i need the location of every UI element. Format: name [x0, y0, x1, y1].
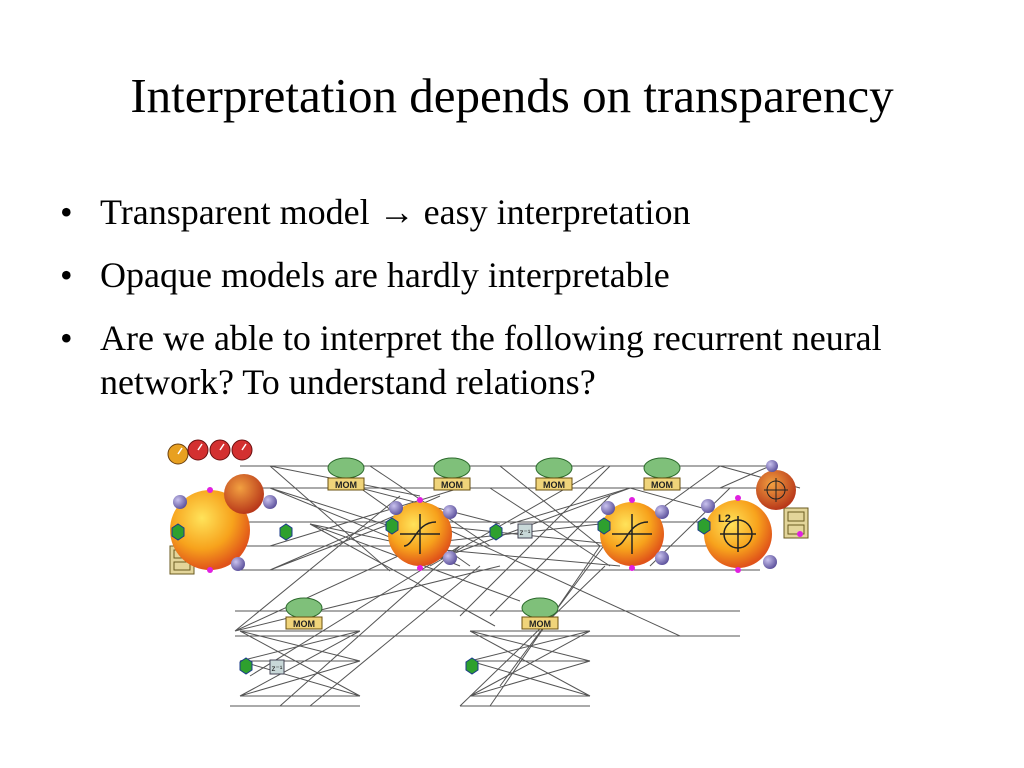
error-label: L2 — [718, 513, 731, 525]
delay-label: z⁻¹ — [520, 528, 531, 537]
delay-block: z⁻¹ — [269, 659, 285, 675]
mom-label: MOM — [543, 480, 565, 490]
bullet-text: Are we able to interpret the following r… — [100, 318, 882, 402]
gauge-icons — [167, 439, 253, 465]
bullet-item: Opaque models are hardly interpretable — [58, 253, 978, 297]
neuron-hidden-1 — [388, 501, 457, 566]
bullet-list: Transparent model → easy interpretation … — [58, 190, 978, 423]
file-cabinet-icon — [783, 507, 809, 539]
bullet-item: Transparent model → easy interpretation — [58, 190, 978, 234]
recurrent-network-diagram: L2 MOM MOM MOM MOM MOM MOM — [167, 439, 809, 707]
mom-label: MOM — [529, 619, 551, 629]
port-markers — [207, 487, 803, 573]
bullet-item: Are we able to interpret the following r… — [58, 316, 978, 404]
delay-block: z⁻¹ — [517, 523, 533, 539]
mom-module: MOM — [433, 457, 471, 491]
bullet-text: Transparent model → easy interpretation — [100, 192, 691, 232]
mom-module: MOM — [285, 597, 323, 630]
bullet-text: Opaque models are hardly interpretable — [100, 255, 670, 295]
mom-module: MOM — [643, 457, 681, 491]
mom-module: MOM — [521, 597, 559, 630]
neuron-input — [170, 474, 277, 571]
mom-label: MOM — [441, 480, 463, 490]
mom-module: MOM — [535, 457, 573, 491]
delay-label: z⁻¹ — [272, 664, 283, 673]
mom-label: MOM — [335, 480, 357, 490]
connector-nodes — [171, 517, 711, 675]
mom-label: MOM — [293, 619, 315, 629]
mom-module: MOM — [327, 457, 365, 491]
connection-lines — [230, 465, 801, 707]
slide-title: Interpretation depends on transparency — [130, 68, 894, 123]
neuron-output: L2 — [701, 460, 796, 569]
neuron-hidden-2 — [600, 501, 669, 566]
mom-label: MOM — [651, 480, 673, 490]
